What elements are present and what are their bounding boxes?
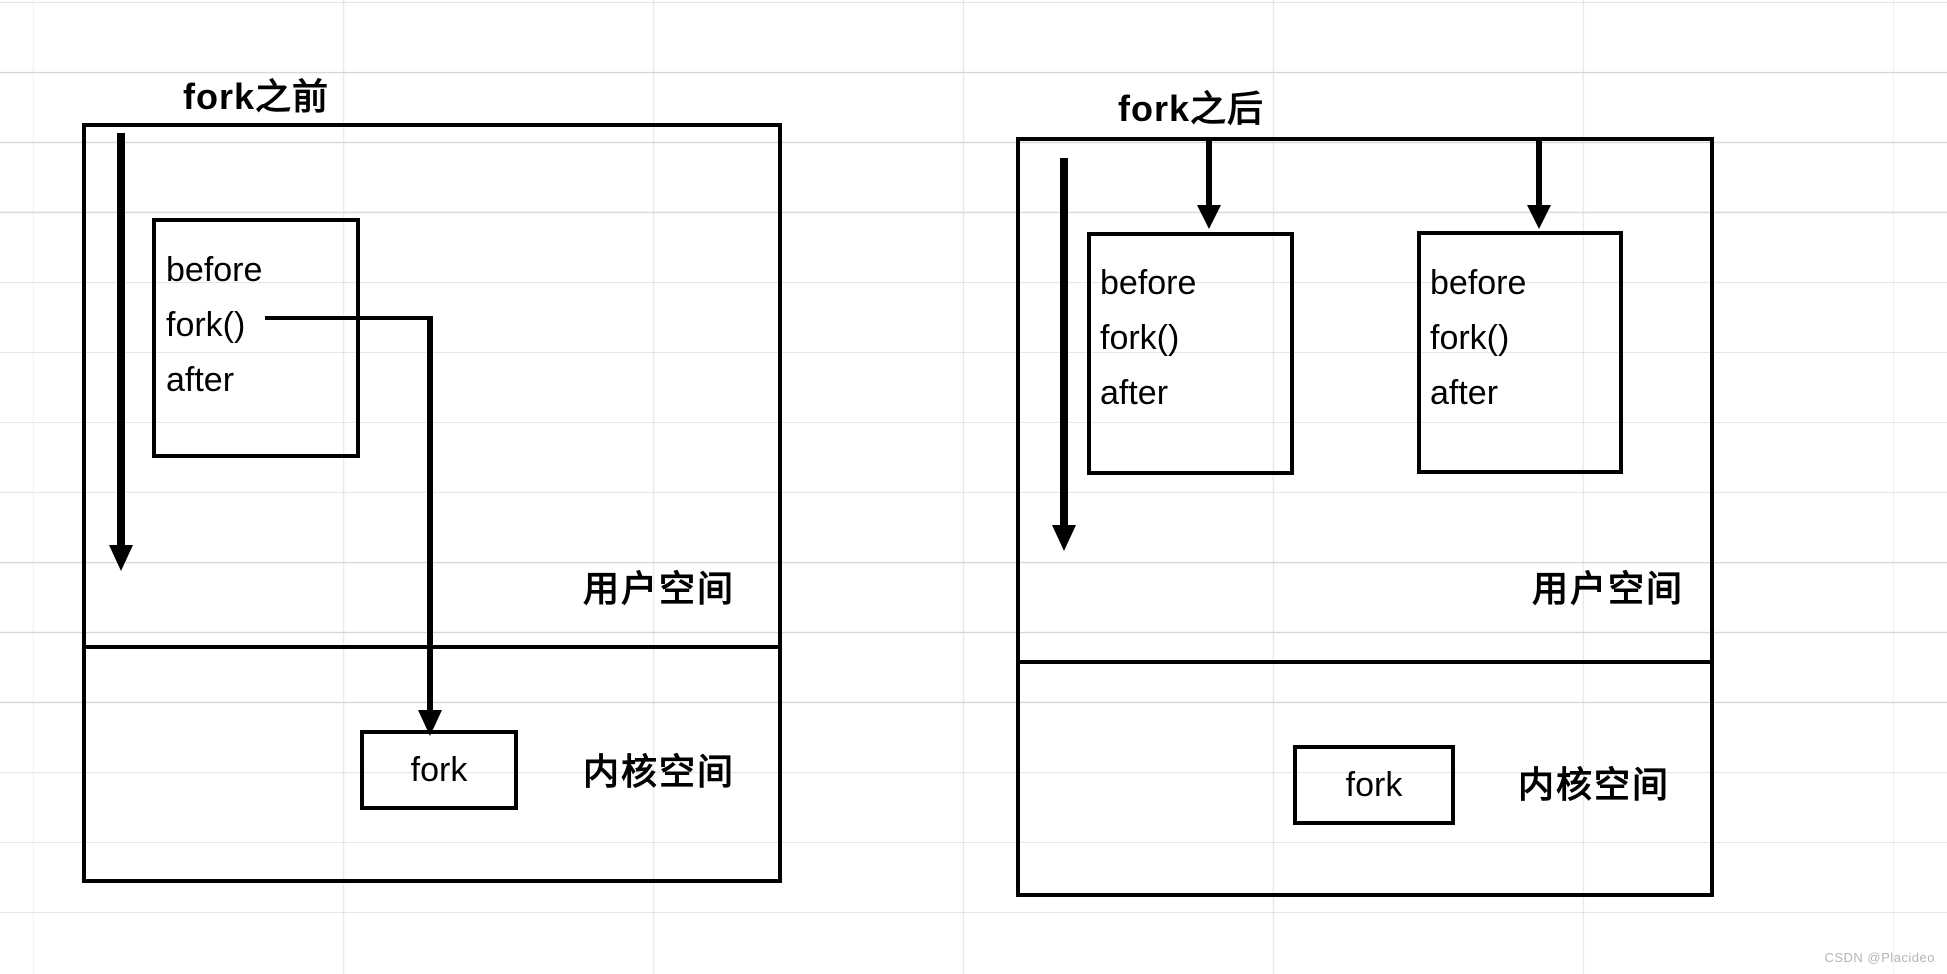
- parent-branch-arrow-shaft: [1206, 140, 1212, 205]
- right-process-outer-box: [1016, 137, 1714, 897]
- code-line-before: before: [166, 251, 263, 289]
- right-diagram-title: fork之后: [1118, 88, 1265, 129]
- parent-code-lines: before fork() after: [1100, 256, 1196, 421]
- fork-call-connector-horizontal: [265, 316, 431, 320]
- left-process-outer-box: [82, 123, 782, 883]
- parent-branch-arrow-head: [1197, 205, 1221, 229]
- left-code-lines: before fork() after: [166, 243, 262, 408]
- code-line-after: after: [166, 361, 235, 399]
- csdn-watermark: CSDN @Placideo: [1824, 950, 1935, 965]
- code-line-before: before: [1100, 264, 1197, 302]
- code-line-after: after: [1100, 374, 1169, 412]
- right-kernel-fork-box: fork: [1293, 745, 1455, 825]
- left-code-box: [152, 218, 360, 458]
- left-diagram-title: fork之前: [183, 76, 330, 117]
- fork-call-connector-vertical: [427, 316, 433, 712]
- code-line-fork-call: fork(): [166, 306, 246, 344]
- code-line-fork-call: fork(): [1430, 319, 1510, 357]
- right-kernel-space-label: 内核空间: [1518, 764, 1671, 805]
- left-kernel-fork-box: fork: [360, 730, 518, 810]
- left-execution-arrow-shaft: [117, 133, 125, 545]
- left-kernel-fork-label: fork: [410, 750, 468, 789]
- right-execution-arrow-head: [1052, 525, 1076, 551]
- child-branch-arrow-shaft: [1536, 140, 1542, 205]
- code-line-fork-call: fork(): [1100, 319, 1180, 357]
- right-user-space-label: 用户空间: [1532, 568, 1685, 609]
- child-code-lines: before fork() after: [1430, 256, 1526, 421]
- right-execution-arrow-shaft: [1060, 158, 1068, 525]
- right-kernel-fork-label: fork: [1345, 765, 1403, 804]
- code-line-before: before: [1430, 264, 1527, 302]
- left-user-space-label: 用户空间: [583, 568, 736, 609]
- parent-code-box: [1087, 232, 1294, 475]
- child-code-box: [1417, 231, 1623, 474]
- right-user-kernel-divider: [1016, 660, 1714, 664]
- left-execution-arrow-head: [109, 545, 133, 571]
- left-kernel-space-label: 内核空间: [583, 751, 736, 792]
- code-line-after: after: [1430, 374, 1499, 412]
- child-branch-arrow-head: [1527, 205, 1551, 229]
